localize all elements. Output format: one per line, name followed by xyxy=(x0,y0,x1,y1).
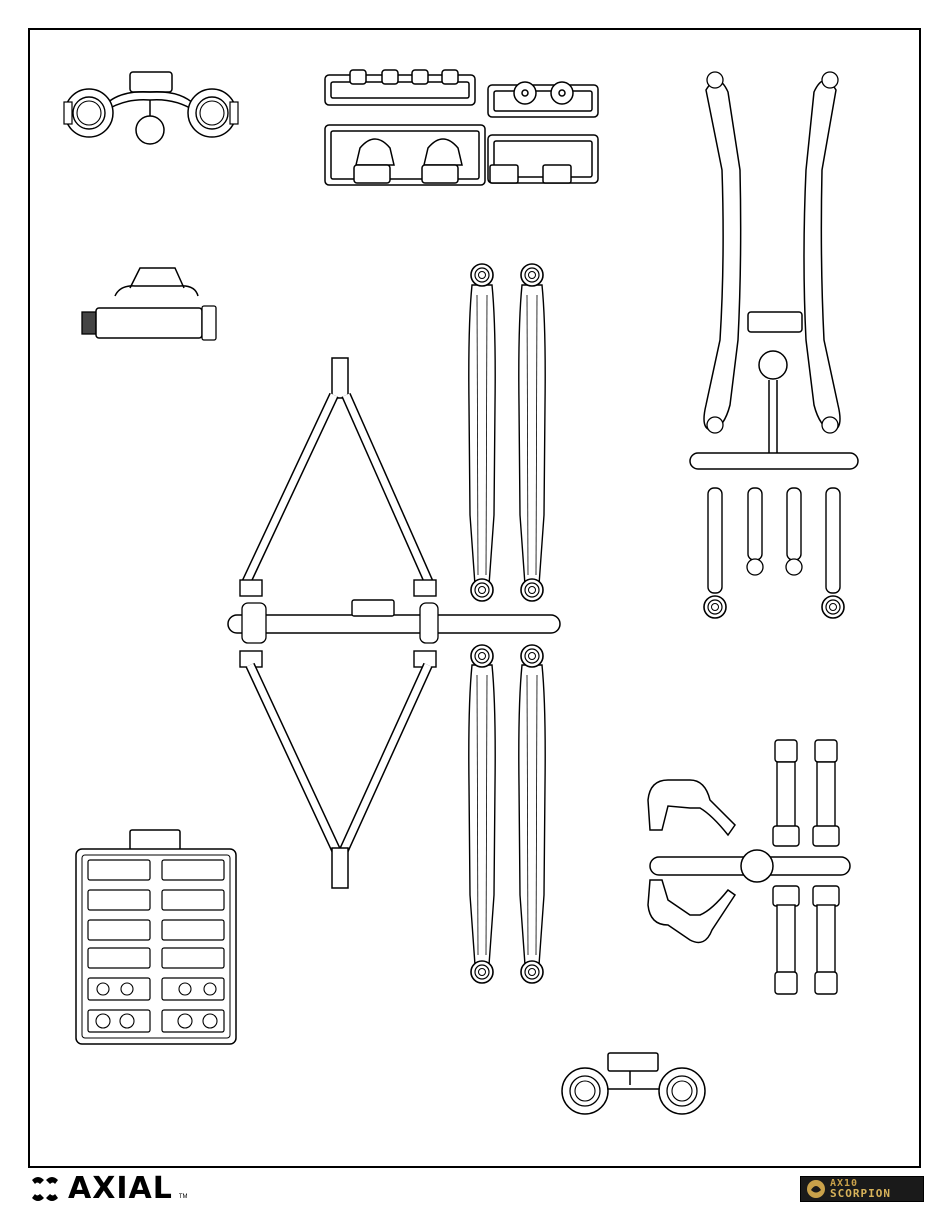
upper-links-and-shock-ends-sprue xyxy=(690,72,858,618)
brand-wordmark: AXIAL xyxy=(68,1174,173,1204)
front-axle-tube xyxy=(82,268,216,340)
product-badge: AX10 SCORPION xyxy=(800,1176,924,1202)
hub-carrier-pair xyxy=(562,1053,705,1114)
axial-logo: AXIAL TM xyxy=(28,1172,188,1206)
scorpion-icon xyxy=(805,1178,827,1200)
small-parts-tree xyxy=(325,70,598,185)
steering-knuckle-tree xyxy=(64,72,238,144)
shock-mount-sprue xyxy=(648,740,850,994)
axial-mark-icon xyxy=(28,1174,62,1204)
four-link-arms-sprue xyxy=(228,264,560,983)
rod-end-grid-tree xyxy=(76,830,236,1044)
badge-line-2: SCORPION xyxy=(830,1189,891,1199)
trademark-mark: TM xyxy=(179,1194,188,1200)
